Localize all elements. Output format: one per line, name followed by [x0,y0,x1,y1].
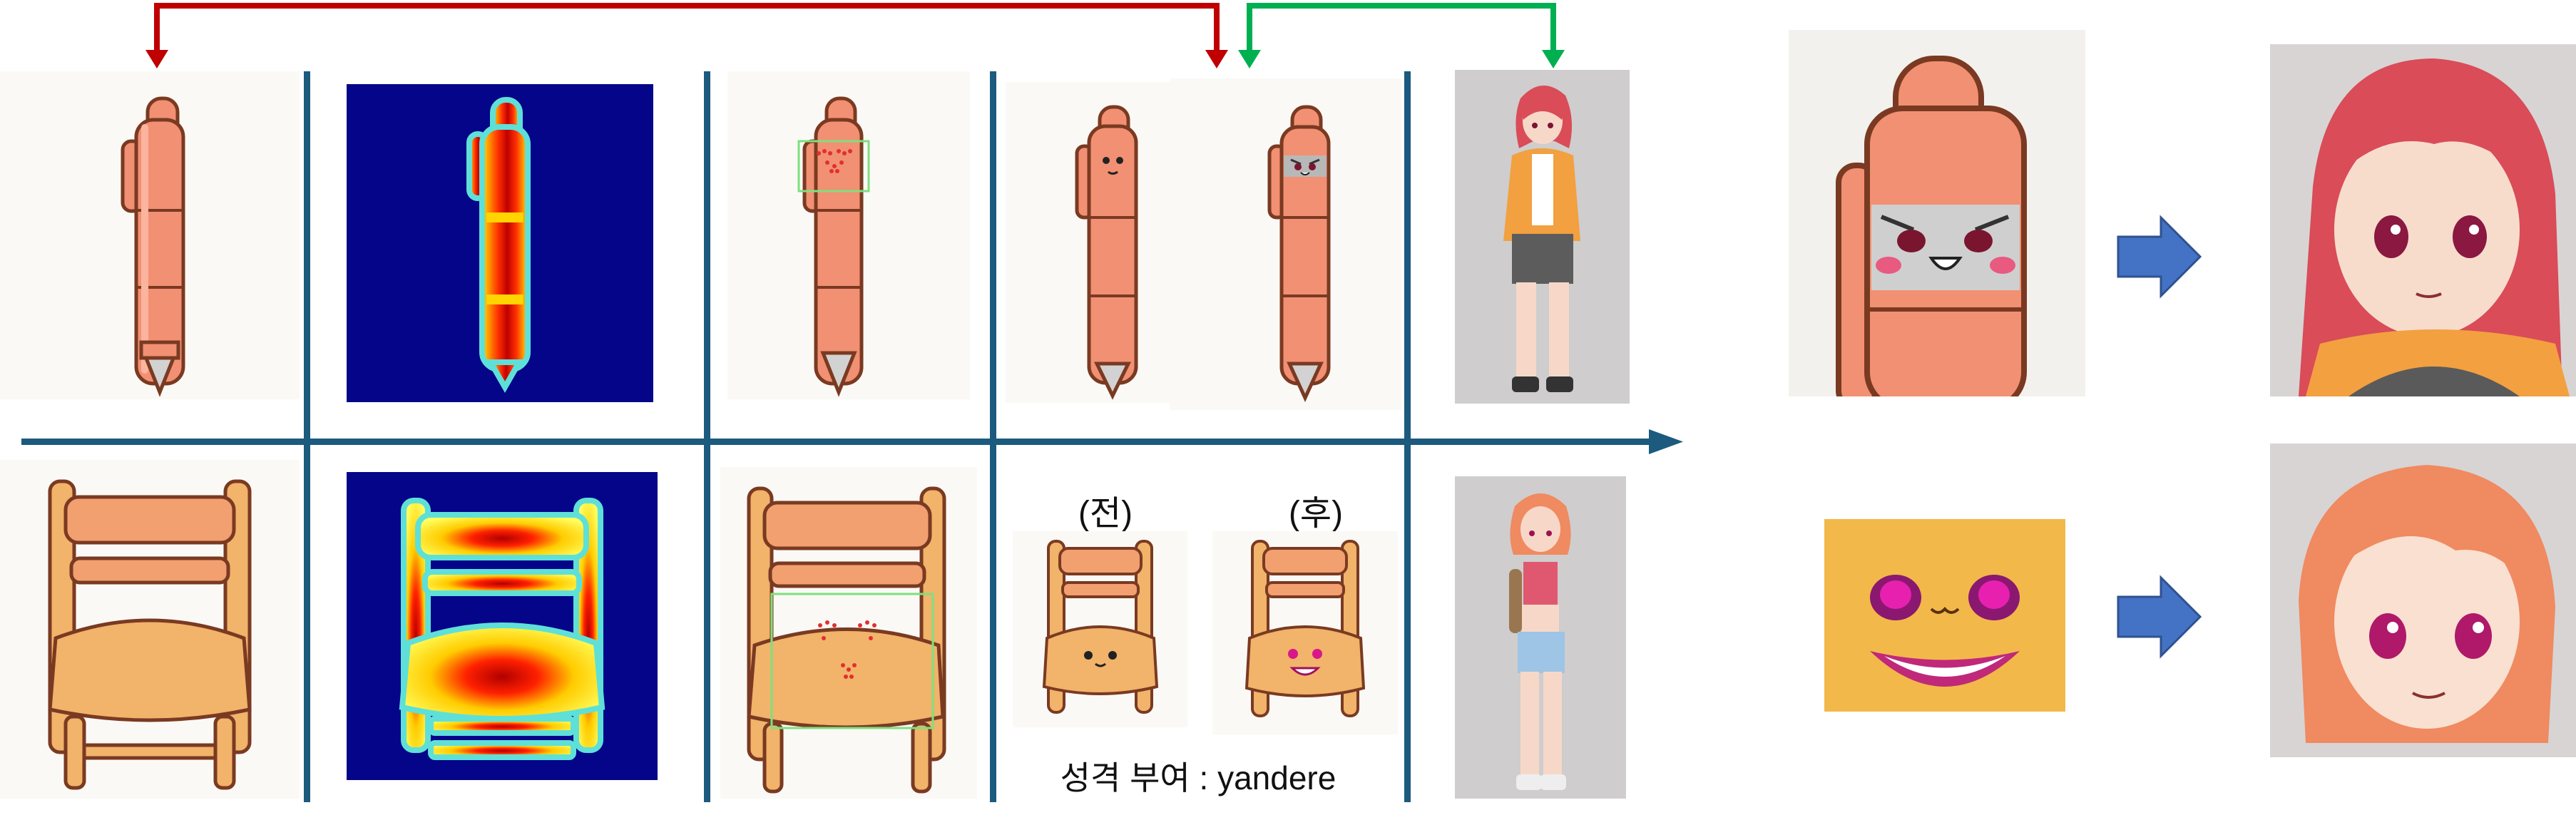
green-connector-arrow [1238,3,1565,68]
pen-heatmap [347,84,653,402]
grid-divider-3 [990,71,996,802]
pen-character-image [1455,70,1630,404]
face-keypoints [817,149,852,173]
pen-face-before-image [1006,82,1177,403]
pen-drawing [802,96,864,397]
chair-face-zoom-image [1824,519,2065,712]
connector-arrows [145,3,1565,68]
pen-transform-arrow [2117,215,2202,299]
chair-face-region-image [720,467,977,799]
grid-divider-2 [704,71,710,802]
chair-heatmap [347,472,658,780]
after-label: (후) [1288,495,1344,533]
chair-character-face-image [2270,444,2576,757]
chair-face-after-image [1212,531,1398,734]
chair-sketch-image [0,460,300,799]
face-keypoints [818,620,876,679]
grid-divider-4 [1404,71,1411,802]
pen-character-face-image [2270,44,2576,396]
face-region-box [770,593,934,729]
red-connector-arrow [145,3,1228,68]
before-label: (전) [1078,495,1133,533]
grid-divider-1 [304,71,310,802]
chair-transform-arrow [2117,575,2202,659]
pen-sketch-image [0,71,300,399]
pen-face-after-image [1170,78,1401,410]
horizontal-axis-arrow [21,429,1683,454]
pen-face-zoom-image [1789,30,2085,396]
personality-label: 성격 부여 : yandere [1060,759,1336,796]
face-region-box [797,140,870,193]
pen-face-region-image [727,71,970,399]
chair-face-before-image [1013,531,1187,727]
chair-character-image [1455,476,1626,799]
pen-drawing [121,96,185,397]
